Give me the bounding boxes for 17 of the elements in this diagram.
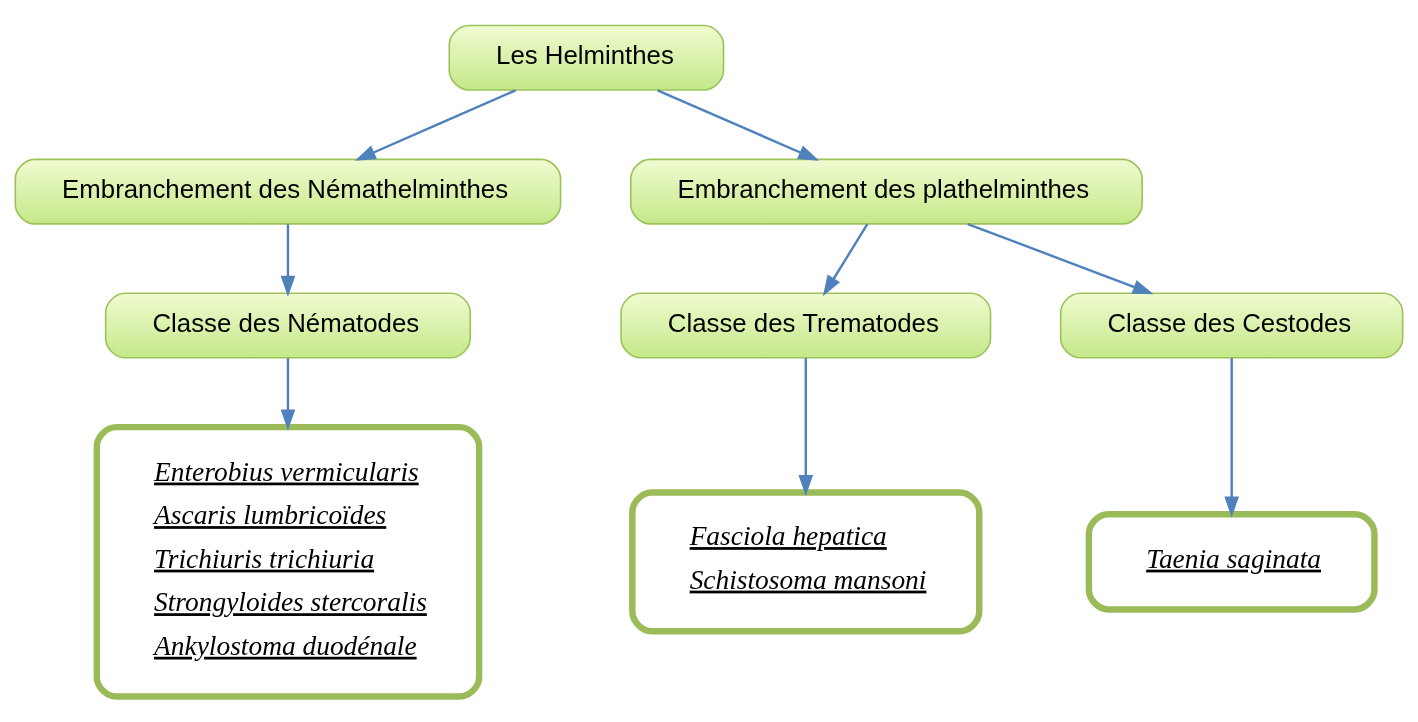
node-box: Classe des Trematodes (620, 292, 992, 359)
node-box: Fasciola hepatica Schistosoma mansoni (629, 489, 983, 635)
node-box: Classe des Cestodes (1059, 292, 1404, 359)
arrow (280, 224, 296, 297)
arrow (1224, 358, 1240, 518)
arrow (657, 89, 820, 161)
arrow (822, 223, 869, 297)
arrow (967, 222, 1154, 295)
node-box: Taenia saginata (1085, 511, 1378, 613)
node-box: Les Helminthes (448, 24, 725, 91)
node-box: Enterobius vermicularis Ascaris lumbricoïdes Trichiuris trichiuria Strongyloides stercoralis Ankylostoma duodénale (93, 423, 483, 700)
node-box: Embranchement des plathelminthes (629, 158, 1143, 225)
node-box: Classe des Nématodes (104, 292, 472, 359)
arrow (280, 358, 296, 431)
arrow (798, 358, 814, 496)
arrow (354, 89, 517, 161)
node-box: Embranchement des Némathelminthes (14, 158, 562, 225)
